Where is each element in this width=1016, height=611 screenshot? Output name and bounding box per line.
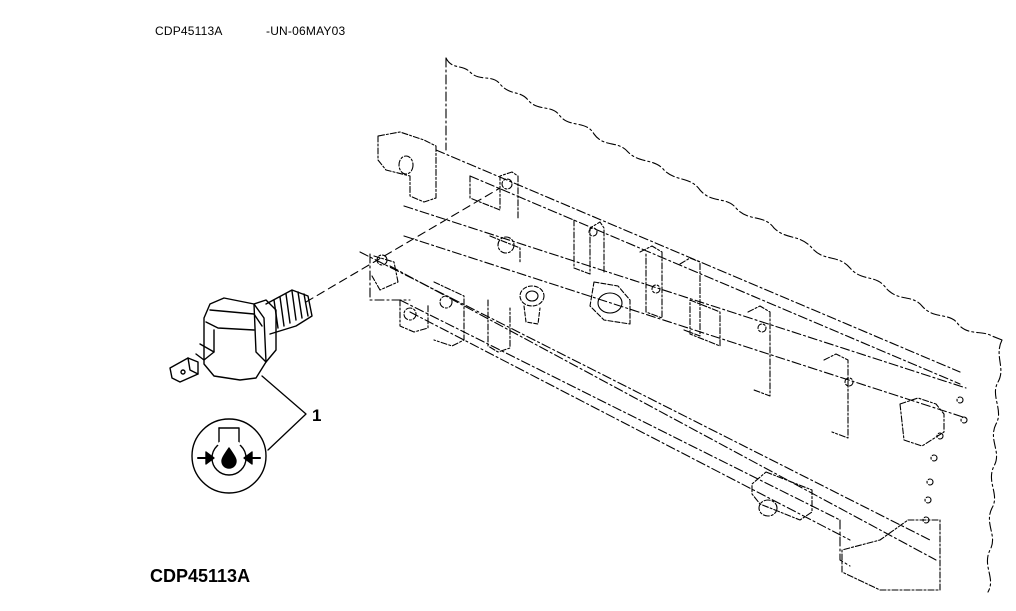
sensor-port-boss [519,281,631,325]
engine-block-mounting-lugs [371,131,968,591]
oil-pressure-sensor [169,289,313,383]
figure-caption: CDP45113A [150,566,251,586]
date-code: -UN-06MAY03 [266,24,346,38]
figure-code: CDP45113A [155,24,223,38]
engine-block-outline [359,57,1003,593]
installation-centerline [305,187,501,303]
callout-number: 1 [312,406,322,425]
oil-pressure-symbol-icon [191,418,267,494]
callout-leader [261,375,307,451]
